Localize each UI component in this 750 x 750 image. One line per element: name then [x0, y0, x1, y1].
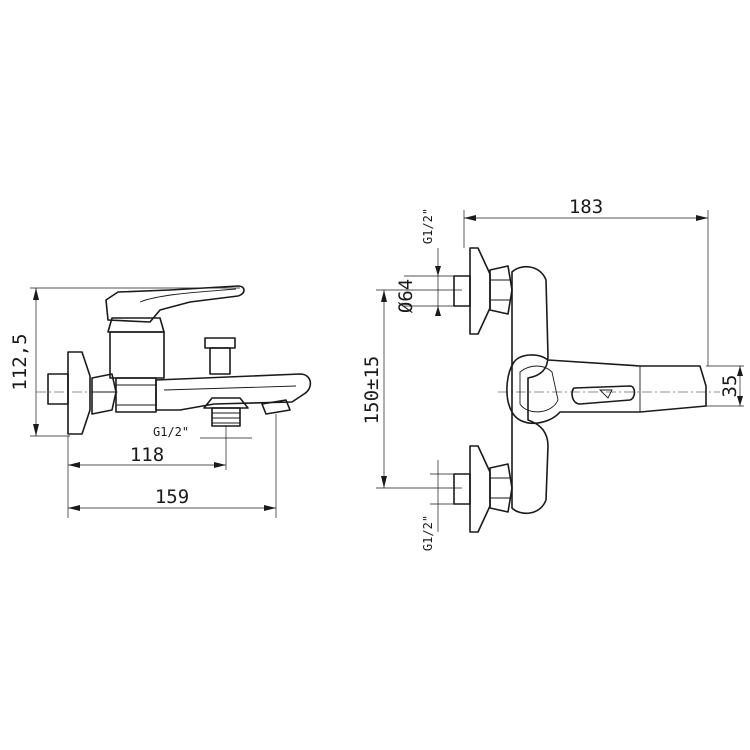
side-view: 112,5 G1/2" 118 159: [9, 285, 312, 518]
side-spout: [155, 373, 312, 411]
side-aerator: [261, 399, 291, 415]
side-hex-nut: [91, 373, 117, 415]
dim-total-depth-label: 159: [155, 486, 189, 508]
dim-spout-height-label: 35: [719, 375, 741, 398]
side-diverter-knob: [204, 337, 236, 349]
side-connector: [115, 377, 157, 413]
front-lever-slot: [571, 385, 636, 405]
front-lever-housing: [506, 354, 707, 424]
front-top-inlet: [453, 247, 513, 335]
front-bottom-thread-label: G1/2": [421, 515, 435, 551]
front-bottom-inlet: [453, 445, 513, 533]
side-mixer-body: [109, 331, 165, 379]
dim-total-width-label: 183: [569, 196, 603, 218]
side-inlet-pipe: [47, 373, 69, 405]
dim-inlet-spacing-label: 150±15: [361, 356, 383, 425]
side-cartridge-cap: [107, 317, 165, 333]
dim-flange-diameter-label: Ø64: [395, 279, 417, 313]
dim-height-label: 112,5: [9, 333, 31, 390]
front-mixer-body: [511, 265, 549, 515]
dim-inlet-distance-label: 118: [130, 444, 164, 466]
front-top-thread-label: G1/2": [421, 208, 435, 244]
side-outlet-thread-label: G1/2": [153, 425, 189, 439]
side-lever-handle: [105, 285, 245, 323]
side-wall-flange: [67, 351, 91, 435]
front-view: 183 35 150±15 Ø64 G1/2" G1/2": [361, 196, 744, 551]
